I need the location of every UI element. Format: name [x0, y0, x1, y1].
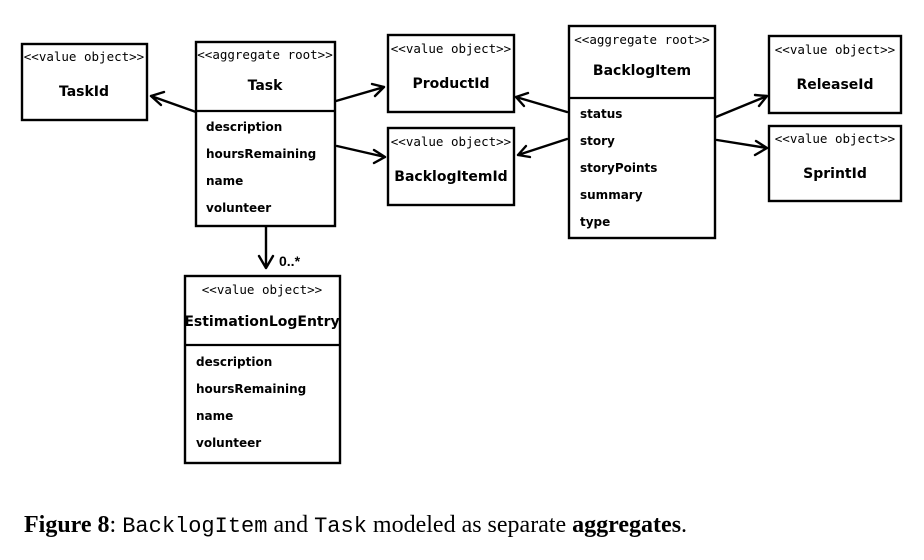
class-productid: <<value object>> ProductId — [386, 33, 516, 114]
class-backlogitem-attribute: status — [580, 107, 622, 121]
class-task-name: Task — [248, 78, 284, 94]
class-backlogitem-name: BacklogItem — [593, 63, 691, 79]
class-backlogitem-stereotype: <<aggregate root>> — [574, 32, 709, 47]
caption-emphasis: aggregates — [572, 512, 682, 538]
class-releaseid: <<value object>> ReleaseId — [767, 34, 903, 115]
class-backlogitem-attribute: type — [580, 215, 610, 229]
caption-term-backlogitem: BacklogItem — [122, 514, 268, 539]
class-backlogitem: <<aggregate root>> BacklogItem status st… — [567, 24, 717, 240]
class-task-attribute: description — [206, 120, 282, 134]
class-taskid: <<value object>> TaskId — [20, 42, 149, 122]
arrow-task-to-taskid — [149, 90, 198, 114]
arrow-backlogitem-to-sprintid — [715, 138, 769, 157]
class-sprintid-stereotype: <<value object>> — [775, 131, 895, 146]
class-task-stereotype: <<aggregate root>> — [197, 47, 332, 62]
class-backlogitemid-frame — [386, 126, 516, 207]
caption-separator: : — [109, 512, 123, 538]
class-backlogitem-attribute: storyPoints — [580, 161, 657, 175]
arrow-backlogitem-to-backlogitemid — [516, 137, 569, 159]
class-task: <<aggregate root>> Task description hour… — [194, 40, 337, 228]
class-backlogitem-attribute: summary — [580, 188, 643, 202]
class-backlogitemid-name: BacklogItemId — [394, 169, 507, 185]
class-releaseid-frame — [767, 34, 903, 115]
uml-class-diagram: 0..* <<value object>> TaskId <<aggregate… — [20, 24, 903, 465]
caption-term-task: Task — [314, 514, 367, 539]
arrow-task-to-productid — [334, 82, 386, 103]
class-estimationlogentry-attribute: volunteer — [196, 436, 261, 450]
class-taskid-name: TaskId — [59, 84, 109, 100]
class-releaseid-name: ReleaseId — [796, 77, 873, 93]
class-backlogitem-frame — [567, 24, 717, 240]
multiplicity-label: 0..* — [279, 253, 301, 269]
class-sprintid-name: SprintId — [803, 166, 867, 182]
class-sprintid: <<value object>> SprintId — [767, 124, 903, 203]
class-estimationlogentry-frame — [183, 274, 342, 465]
figure-label: Figure 8 — [24, 512, 110, 538]
caption-end: . — [681, 512, 688, 538]
arrow-backlogitem-to-productid — [514, 91, 569, 114]
caption-middle: modeled as separate — [366, 512, 573, 538]
arrow-backlogitem-to-releaseid — [714, 93, 769, 119]
class-task-frame — [194, 40, 337, 228]
class-backlogitemid: <<value object>> BacklogItemId — [386, 126, 516, 207]
class-productid-name: ProductId — [413, 76, 490, 92]
class-task-attribute: hoursRemaining — [206, 147, 316, 161]
class-estimationlogentry-attribute: hoursRemaining — [196, 382, 306, 396]
class-taskid-frame — [20, 42, 149, 122]
caption-and: and — [267, 512, 315, 538]
class-estimationlogentry-attribute: name — [196, 409, 233, 423]
class-productid-frame — [386, 33, 516, 114]
arrow-task-to-backlogitemid — [335, 144, 387, 165]
class-estimationlogentry-attribute: description — [196, 355, 272, 369]
class-task-attribute: volunteer — [206, 201, 271, 215]
class-backlogitem-attribute: story — [580, 134, 615, 148]
class-backlogitemid-stereotype: <<value object>> — [391, 134, 511, 149]
figure-caption: Figure 8: BacklogItem and Task modeled a… — [24, 512, 687, 539]
class-releaseid-stereotype: <<value object>> — [775, 42, 895, 57]
class-sprintid-frame — [767, 124, 903, 203]
class-productid-stereotype: <<value object>> — [391, 41, 511, 56]
class-estimationlogentry-stereotype: <<value object>> — [202, 282, 322, 297]
class-taskid-stereotype: <<value object>> — [24, 49, 144, 64]
class-estimationlogentry-name: EstimationLogEntry — [184, 314, 339, 330]
class-estimationlogentry: <<value object>> EstimationLogEntry desc… — [183, 274, 342, 465]
association-arrows: 0..* — [149, 82, 769, 270]
arrow-task-to-estimationlogentry — [257, 225, 275, 270]
class-task-attribute: name — [206, 174, 243, 188]
